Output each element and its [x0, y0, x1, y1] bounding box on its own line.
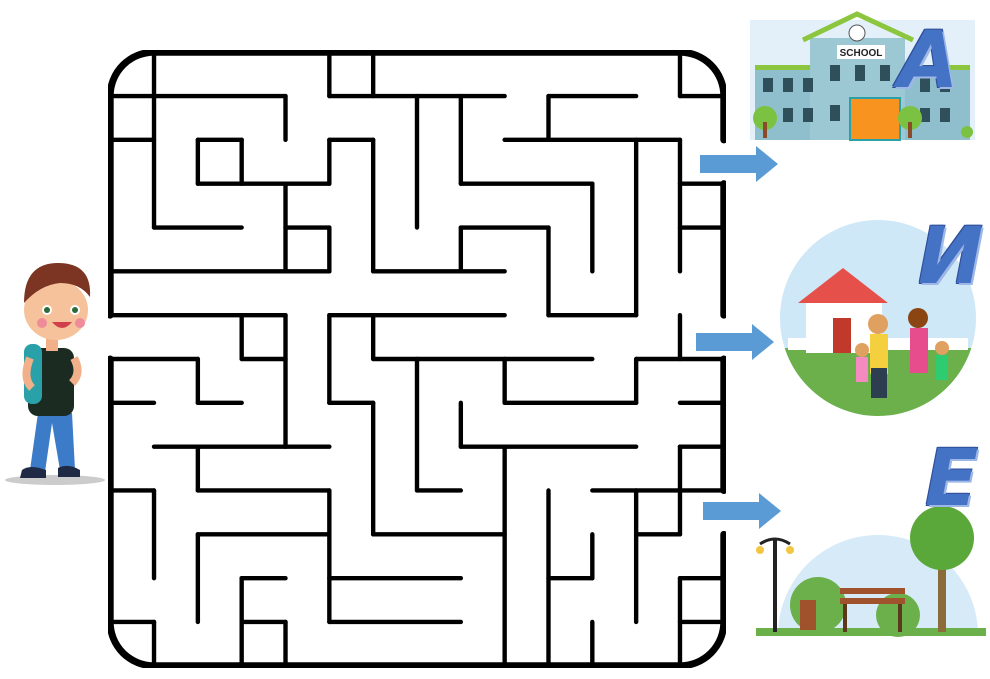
park-scene-icon: [756, 506, 986, 637]
school-sign: SCHOOL: [840, 48, 883, 59]
family-home-scene-icon: [780, 220, 976, 416]
arrow-to-school-icon: [700, 146, 778, 182]
maze-border: [108, 50, 726, 668]
letter-e: E: [925, 434, 979, 524]
letter-a: A: [898, 16, 959, 106]
school-scene-icon: SCHOOL: [750, 11, 975, 141]
letter-i-cyrillic: И: [918, 212, 984, 302]
arrow-to-home-icon: [696, 324, 774, 360]
maze: [108, 50, 726, 668]
boy-character-icon: [5, 263, 105, 485]
arrow-to-park-icon: [703, 493, 781, 529]
